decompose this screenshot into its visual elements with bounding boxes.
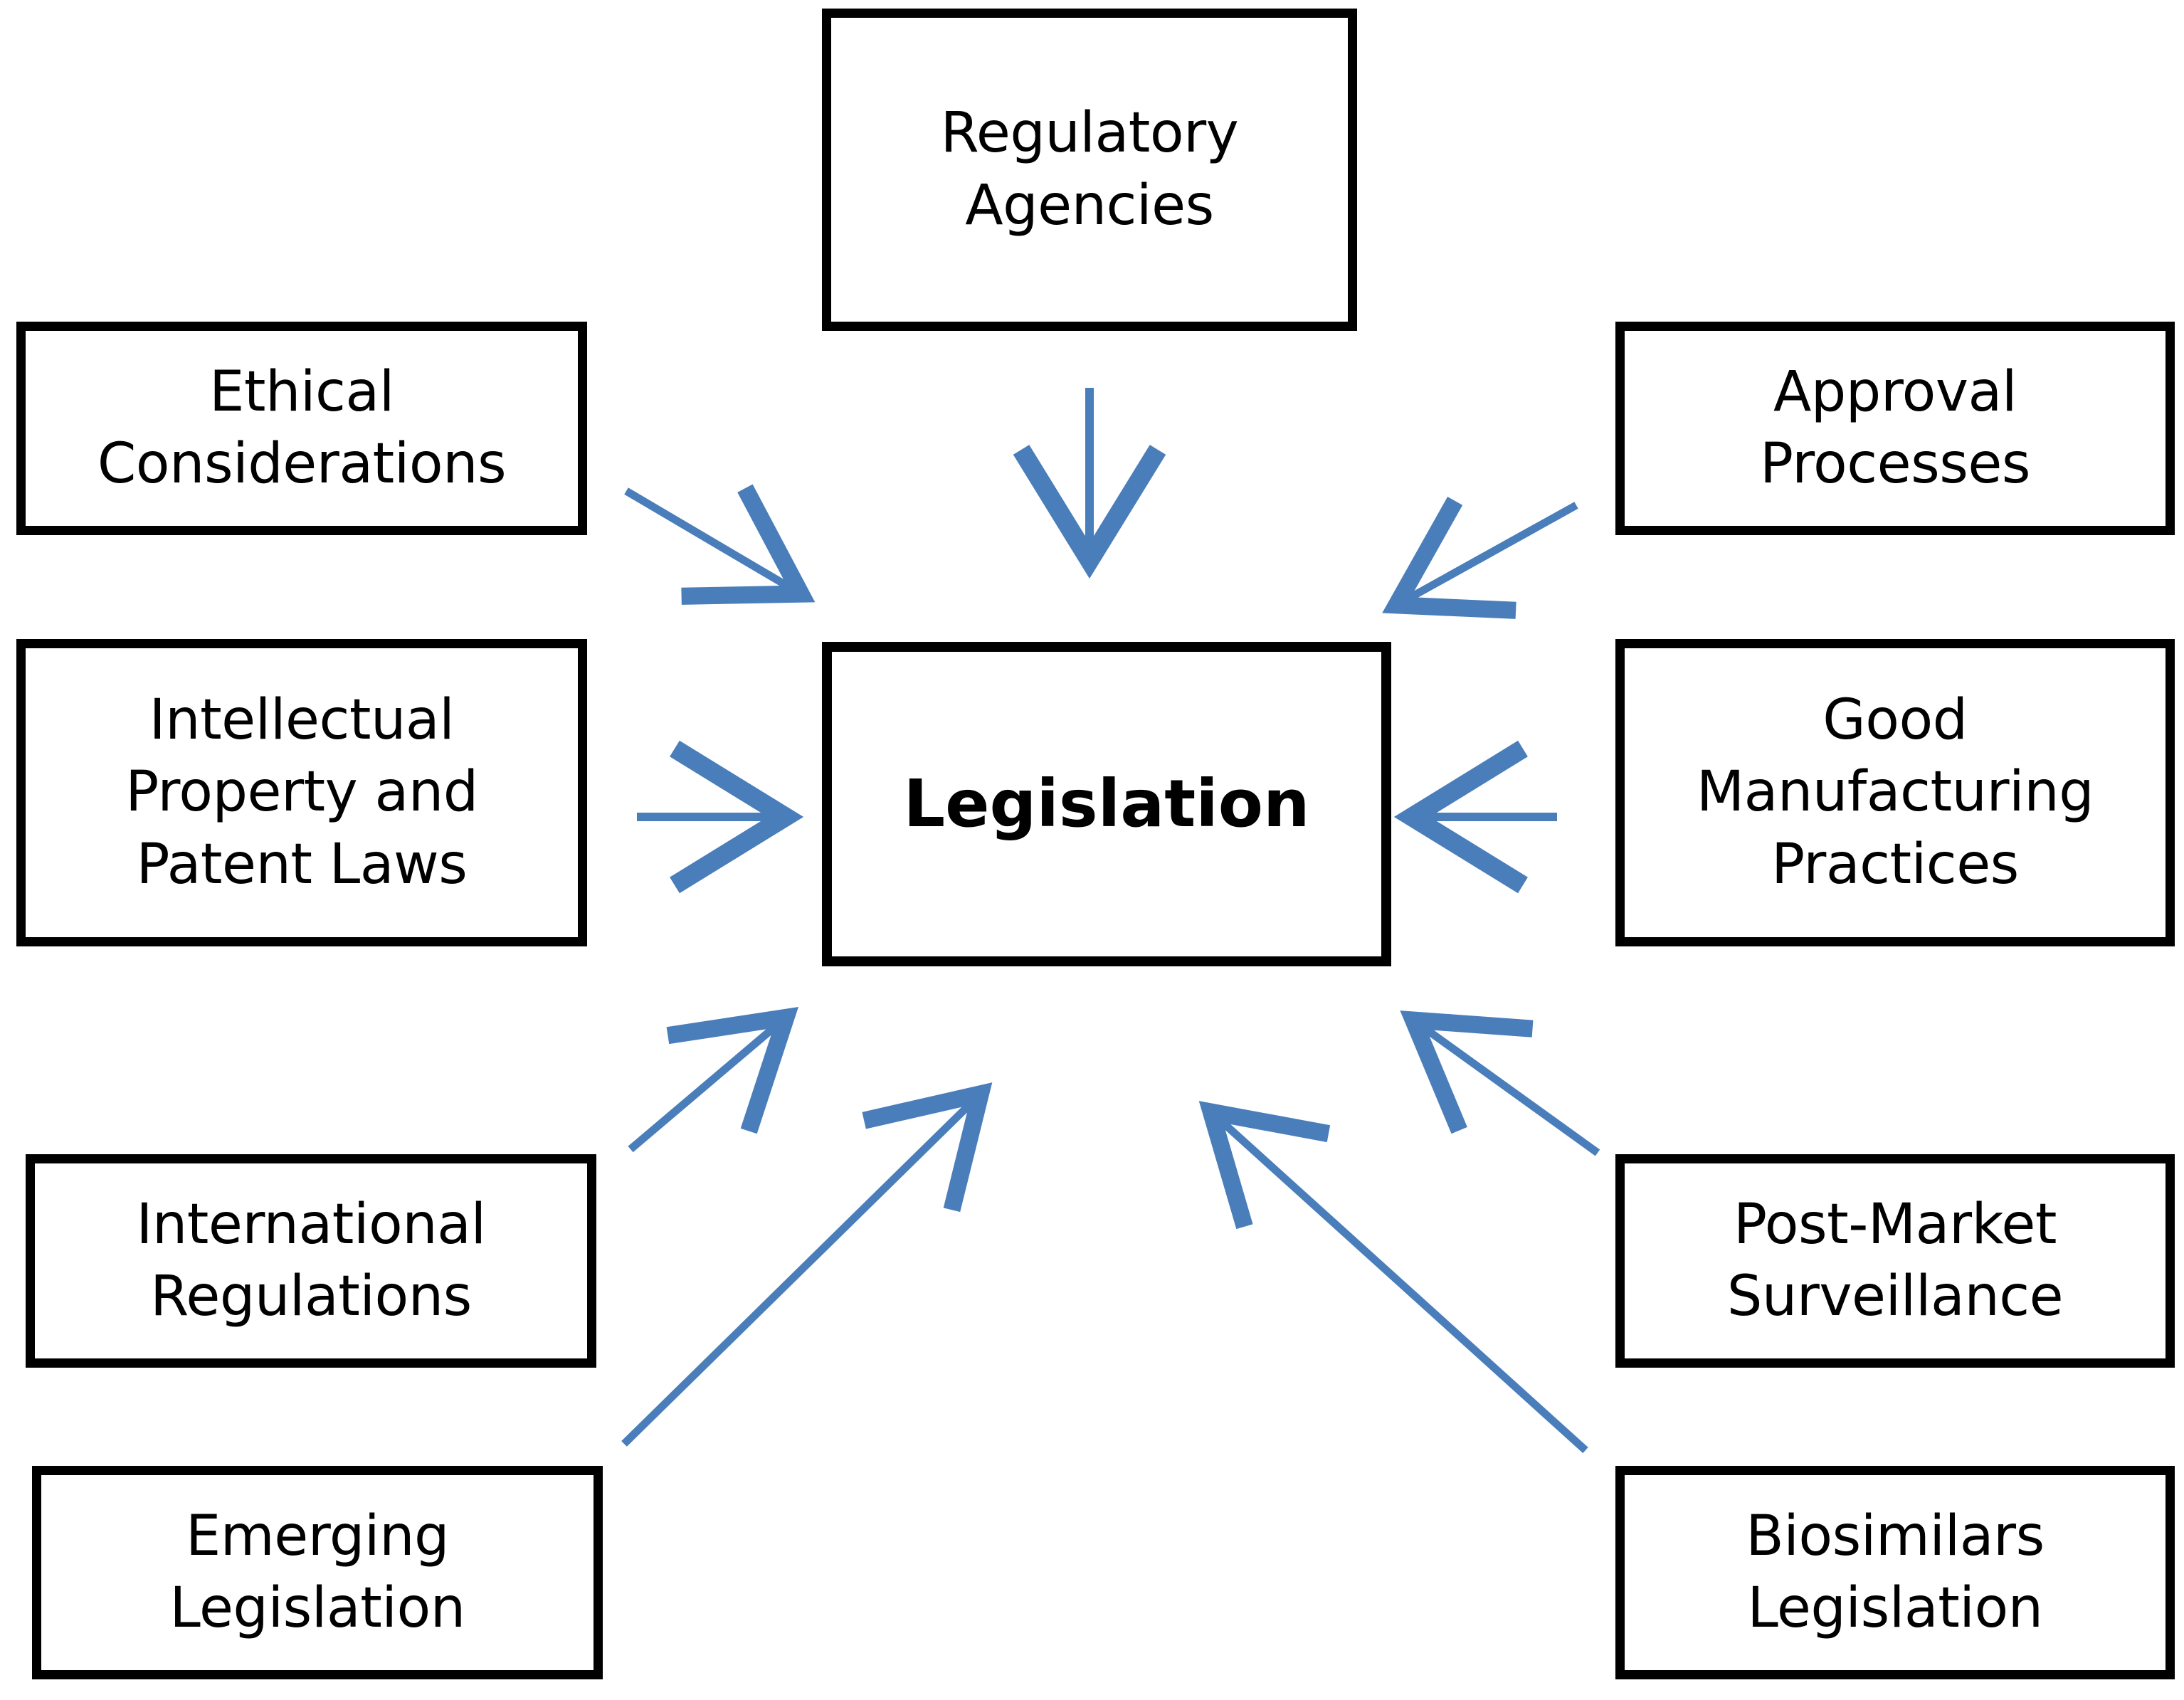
arrow-emerging-legislation-to-legislation <box>621 1082 993 1447</box>
node-emerging-legislation-label: Emerging Legislation <box>169 1504 465 1640</box>
arrow-post-market-surveillance-to-legislation <box>1400 1010 1600 1156</box>
node-post-market-surveillance[interactable]: Post-Market Surveillance <box>1615 1154 2175 1368</box>
node-international-regulations-label: International Regulations <box>136 1192 486 1329</box>
node-approval-processes[interactable]: Approval Processes <box>1615 322 2175 535</box>
node-ip-patent-laws-label: Intellectual Property and Patent Laws <box>125 687 478 897</box>
arrow-international-regulations-to-legislation <box>628 1006 799 1153</box>
node-approval-processes-label: Approval Processes <box>1759 359 2031 496</box>
node-ethical-considerations[interactable]: Ethical Considerations <box>16 322 587 535</box>
node-ethical-considerations-label: Ethical Considerations <box>97 359 507 496</box>
node-international-regulations[interactable]: International Regulations <box>26 1154 596 1368</box>
node-ip-patent-laws[interactable]: Intellectual Property and Patent Laws <box>16 639 587 946</box>
node-good-manufacturing-practices-label: Good Manufacturing Practices <box>1696 687 2094 897</box>
arrow-biosimilars-legislation-to-legislation <box>1198 1101 1588 1454</box>
node-emerging-legislation[interactable]: Emerging Legislation <box>32 1466 603 1679</box>
node-legislation-label: Legislation <box>903 766 1310 843</box>
arrow-approval-processes-to-legislation <box>1382 497 1578 619</box>
node-biosimilars-legislation[interactable]: Biosimilars Legislation <box>1615 1466 2175 1679</box>
arrow-ethical-considerations-to-legislation <box>624 484 816 605</box>
node-regulatory-agencies[interactable]: Regulatory Agencies <box>822 9 1357 331</box>
node-post-market-surveillance-label: Post-Market Surveillance <box>1726 1192 2064 1329</box>
node-regulatory-agencies-label: Regulatory Agencies <box>940 101 1239 238</box>
node-biosimilars-legislation-label: Biosimilars Legislation <box>1746 1504 2045 1640</box>
node-legislation[interactable]: Legislation <box>822 642 1391 966</box>
node-good-manufacturing-practices[interactable]: Good Manufacturing Practices <box>1615 639 2175 946</box>
